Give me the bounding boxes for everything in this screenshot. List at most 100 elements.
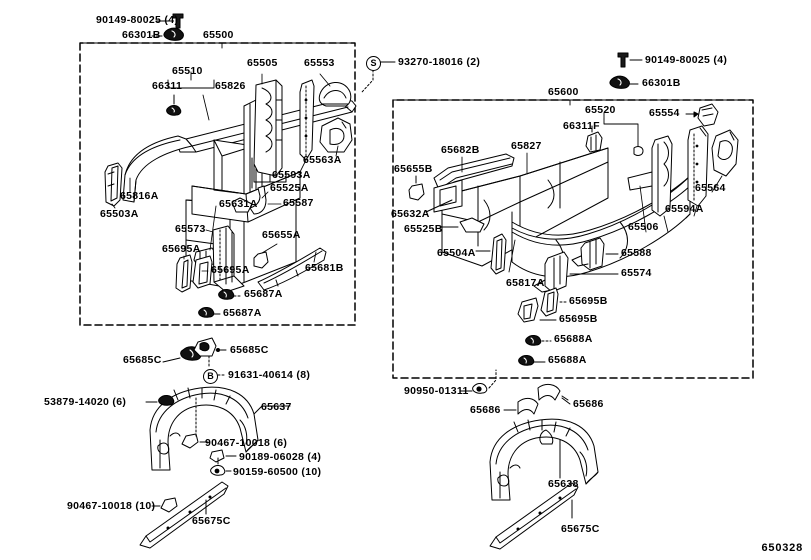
label-65695A-1: 65695A (162, 243, 201, 255)
label-90149-80025-right: 90149-80025 (4) (645, 54, 728, 66)
label-65687A-2: 65687A (223, 307, 262, 319)
label-65506: 65506 (628, 221, 659, 233)
part-66311 (166, 94, 182, 116)
part-90950-01311 (459, 369, 497, 394)
label-65686-1: 65686 (470, 404, 501, 416)
part-90467-10018-10 (151, 497, 178, 513)
part-65553 (318, 82, 352, 107)
part-65563A (319, 117, 353, 153)
part-65504A (475, 233, 507, 275)
part-65587 (249, 185, 267, 215)
label-65687A-1: 65687A (244, 288, 283, 300)
part-65695B-1 (540, 287, 567, 317)
part-65655B (408, 175, 425, 201)
leader-65632A (425, 199, 453, 213)
part-65816A (122, 135, 193, 203)
part-65588 (571, 237, 619, 271)
leader-93270-18016 (361, 61, 396, 93)
bolt-90149-80025-right (617, 52, 643, 68)
label-65525A: 65525A (270, 182, 309, 194)
label-65681B: 65681B (305, 262, 344, 274)
part-65687A-1 (218, 289, 241, 300)
part-53879-14020 (145, 395, 175, 406)
label-65827: 65827 (511, 140, 542, 152)
label-65695A-2: 65695A (211, 264, 250, 276)
part-65655A (253, 251, 269, 269)
part-65593A (299, 79, 315, 161)
label-65593A: 65593A (272, 169, 311, 181)
label-65655A: 65655A (262, 229, 301, 241)
label-65675C-right: 65675C (561, 523, 600, 535)
label-65816A: 65816A (120, 190, 159, 202)
label-65588: 65588 (621, 247, 652, 259)
label-65564: 65564 (695, 182, 726, 194)
label-65685C-2: 65685C (230, 344, 269, 356)
label-65682B: 65682B (441, 144, 480, 156)
label-65688A-1: 65688A (554, 333, 593, 345)
label-65685C-1: 65685C (123, 354, 162, 366)
part-65695B-2 (517, 297, 557, 323)
label-65632A: 65632A (391, 208, 430, 220)
part-66311F (585, 125, 603, 153)
label-65638: 65638 (548, 478, 579, 490)
marker-s: S (366, 56, 381, 71)
label-53879-14020: 53879-14020 (6) (44, 396, 127, 408)
label-90159-60500: 90159-60500 (10) (233, 466, 322, 478)
label-65655B: 65655B (394, 163, 433, 175)
part-65675C-left (139, 481, 229, 549)
label-90950-01311: 90950-01311 (404, 385, 469, 397)
clip-66301B-left (151, 27, 184, 41)
part-65827 (441, 147, 609, 267)
label-65695B-1: 65695B (569, 295, 608, 307)
label-65817A: 65817A (506, 277, 545, 289)
part-65574 (533, 251, 619, 293)
part-65695A-1 (175, 254, 193, 293)
label-90149-80025-left: 90149-80025 (4) (96, 14, 179, 26)
part-65564 (711, 129, 739, 177)
part-65506 (627, 135, 673, 217)
leaders-left-box (111, 73, 339, 272)
label-65600: 65600 (548, 86, 579, 98)
label-93270-18016: 93270-18016 (2) (398, 56, 481, 68)
label-66311: 66311 (152, 80, 183, 92)
label-65675C-left: 65675C (192, 515, 231, 527)
label-65688A-2: 65688A (548, 354, 587, 366)
label-90467-10018-10: 90467-10018 (10) (67, 500, 156, 512)
leaders-right-box (461, 152, 723, 273)
part-65505 (253, 79, 283, 177)
label-65594A: 65594A (665, 203, 704, 215)
label-65563A: 65563A (303, 154, 342, 166)
leader-65520 (603, 112, 639, 149)
label-65505: 65505 (247, 57, 278, 69)
part-65686-2 (537, 383, 571, 405)
part-65554 (685, 103, 719, 127)
label-66301B-left: 66301B (122, 29, 161, 41)
label-65553: 65553 (304, 57, 335, 69)
label-90189-06028: 90189-06028 (4) (239, 451, 322, 463)
label-65695B-2: 65695B (559, 313, 598, 325)
label-65525B: 65525B (404, 223, 443, 235)
marker-b: B (203, 369, 218, 384)
bolt-90149-80025-left (155, 13, 184, 29)
part-65505-foot (253, 163, 287, 183)
label-65573: 65573 (175, 223, 206, 235)
label-91631-40614: 91631-40614 (8) (228, 369, 311, 381)
part-90159-60500 (210, 457, 232, 476)
part-65637 (149, 386, 291, 471)
part-65520-rivet (633, 146, 644, 156)
label-65500: 65500 (203, 29, 234, 41)
part-65686-1 (503, 397, 539, 415)
clip-66301B-right (609, 75, 639, 89)
part-65594A (687, 125, 709, 207)
part-65685C-2 (193, 337, 227, 357)
part-65675C-right (489, 482, 579, 550)
label-65510: 65510 (172, 65, 203, 77)
label-65686-2: 65686 (573, 398, 604, 410)
part-65638 (489, 418, 599, 501)
part-65695A-2 (192, 255, 213, 289)
label-66311F: 66311F (563, 120, 600, 132)
label-65554: 65554 (649, 107, 680, 119)
part-bed-front-ledge (191, 151, 301, 223)
